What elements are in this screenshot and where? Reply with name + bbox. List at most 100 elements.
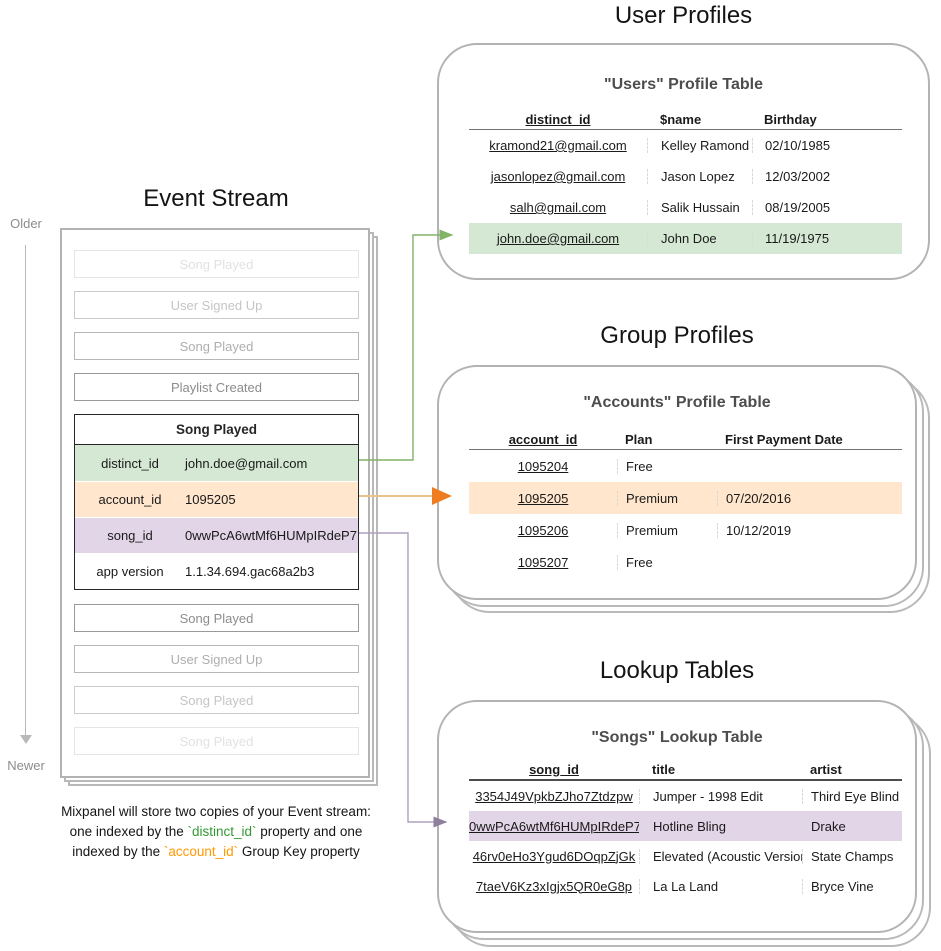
table-cell: Kelley Ramond: [647, 138, 752, 153]
event-stream-title: Event Stream: [143, 185, 289, 212]
table-cell: kramond21@gmail.com: [489, 138, 627, 153]
users-table: distinct_id $name Birthday kramond21@gmail.…: [469, 109, 902, 254]
table-cell: John Doe: [647, 231, 752, 246]
column-header: song_id: [529, 761, 579, 777]
table-cell: john.doe@gmail.com: [496, 231, 620, 246]
users-profile-card: "Users" Profile Table distinct_id $name Bi…: [437, 43, 930, 280]
table-cell: jasonlopez@gmail.com: [490, 169, 626, 184]
table-cell: Salik Hussain: [647, 200, 752, 215]
table-cell: salh@gmail.com: [509, 200, 607, 215]
event-property-key: distinct_id: [101, 455, 159, 471]
column-header: $name: [660, 111, 702, 127]
table-row: 3354J49VpkbZJho7Ztdzpw Jumper - 1998 Edit…: [469, 781, 902, 811]
event-item: Song Played: [74, 604, 359, 632]
table-cell: Hotline Bling: [639, 818, 802, 834]
table-cell: 10/12/2019: [717, 522, 902, 538]
footnote-line: indexed by the `account_id` Group Key pr…: [16, 842, 416, 862]
table-cell: Jason Lopez: [647, 169, 752, 184]
table-cell: 1095207: [517, 554, 569, 570]
event-property-value: john.doe@gmail.com: [185, 455, 308, 471]
table-cell: 3354J49VpkbZJho7Ztdzpw: [475, 788, 633, 804]
songs-table-title: "Songs" Lookup Table: [591, 729, 763, 746]
table-cell: 0wwPcA6wtMf6HUMpIRdeP7: [469, 818, 639, 834]
column-header: Birthday: [764, 111, 817, 127]
table-row: 1095204 Free: [469, 450, 902, 482]
table-cell: 1095204: [517, 458, 569, 474]
table-cell: State Champs: [802, 848, 902, 864]
event-item: Playlist Created: [74, 373, 359, 401]
event-property-value: 0wwPcA6wtMf6HUMpIRdeP7: [185, 528, 357, 543]
footnote-code-green: `distinct_id`: [187, 824, 257, 839]
footnote-segment: one indexed by the: [69, 824, 188, 839]
table-cell: 07/20/2016: [717, 490, 902, 506]
table-cell: 02/10/1985: [752, 138, 902, 153]
group-profiles-title: Group Profiles: [600, 322, 754, 349]
footnote-segment: Group Key property: [238, 844, 360, 859]
footnote-segment: indexed by the: [72, 844, 164, 859]
table-cell: Premium: [617, 522, 717, 538]
footnote-text: Mixpanel will store two copies of your E…: [16, 802, 416, 862]
column-header: artist: [810, 761, 842, 777]
table-cell: 1095206: [517, 522, 569, 538]
table-header-row: account_id Plan First Payment Date: [469, 429, 902, 449]
accounts-table-title: "Accounts" Profile Table: [583, 394, 771, 411]
older-label: Older: [10, 216, 42, 231]
table-cell: 1095205: [517, 490, 569, 506]
event-property-value: 1.1.34.694.gac68a2b3: [185, 564, 315, 579]
event-property-row: song_id 0wwPcA6wtMf6HUMpIRdeP7: [75, 517, 358, 553]
time-axis-arrow-icon: [20, 735, 32, 744]
table-cell: 08/19/2005: [752, 200, 902, 215]
table-cell: Free: [617, 458, 717, 474]
column-header: distinct_id: [525, 111, 591, 127]
footnote-segment: Mixpanel will store two copies of your E…: [61, 804, 371, 819]
column-header: Plan: [625, 431, 653, 447]
footnote-segment: property and one: [256, 824, 363, 839]
event-item: Song Played: [74, 727, 359, 755]
table-header-row: distinct_id $name Birthday: [469, 109, 902, 129]
footnote-line: Mixpanel will store two copies of your E…: [16, 802, 416, 822]
table-header-rule: [469, 129, 902, 130]
table-cell: 12/03/2002: [752, 169, 902, 184]
table-cell: Elevated (Acoustic Version): [639, 848, 802, 864]
event-item: Song Played: [74, 250, 359, 278]
table-cell: Bryce Vine: [802, 878, 902, 894]
lookup-tables-title: Lookup Tables: [599, 657, 755, 684]
table-header-rule: [469, 449, 902, 450]
footnote-code-orange: `account_id`: [163, 844, 239, 859]
table-header-rule: [469, 779, 902, 781]
footnote-line: one indexed by the `distinct_id` propert…: [16, 822, 416, 842]
event-property-key: song_id: [107, 528, 153, 543]
table-cell: 7taeV6Kz3xIgjx5QR0eG8p: [475, 878, 633, 894]
event-property-value: 1095205: [185, 492, 236, 507]
event-item: User Signed Up: [74, 645, 359, 673]
users-table-title: "Users" Profile Table: [604, 76, 763, 93]
table-cell: Jumper - 1998 Edit: [639, 788, 802, 804]
user-profiles-title: User Profiles: [614, 2, 753, 29]
event-property-row: distinct_id john.doe@gmail.com: [75, 445, 358, 481]
table-cell: Drake: [802, 818, 902, 834]
table-cell: La La Land: [639, 878, 802, 894]
column-header: First Payment Date: [725, 431, 843, 447]
table-cell: 11/19/1975: [752, 231, 902, 246]
newer-label: Newer: [7, 758, 45, 773]
column-header: account_id: [508, 431, 578, 447]
event-item: Song Played: [74, 686, 359, 714]
